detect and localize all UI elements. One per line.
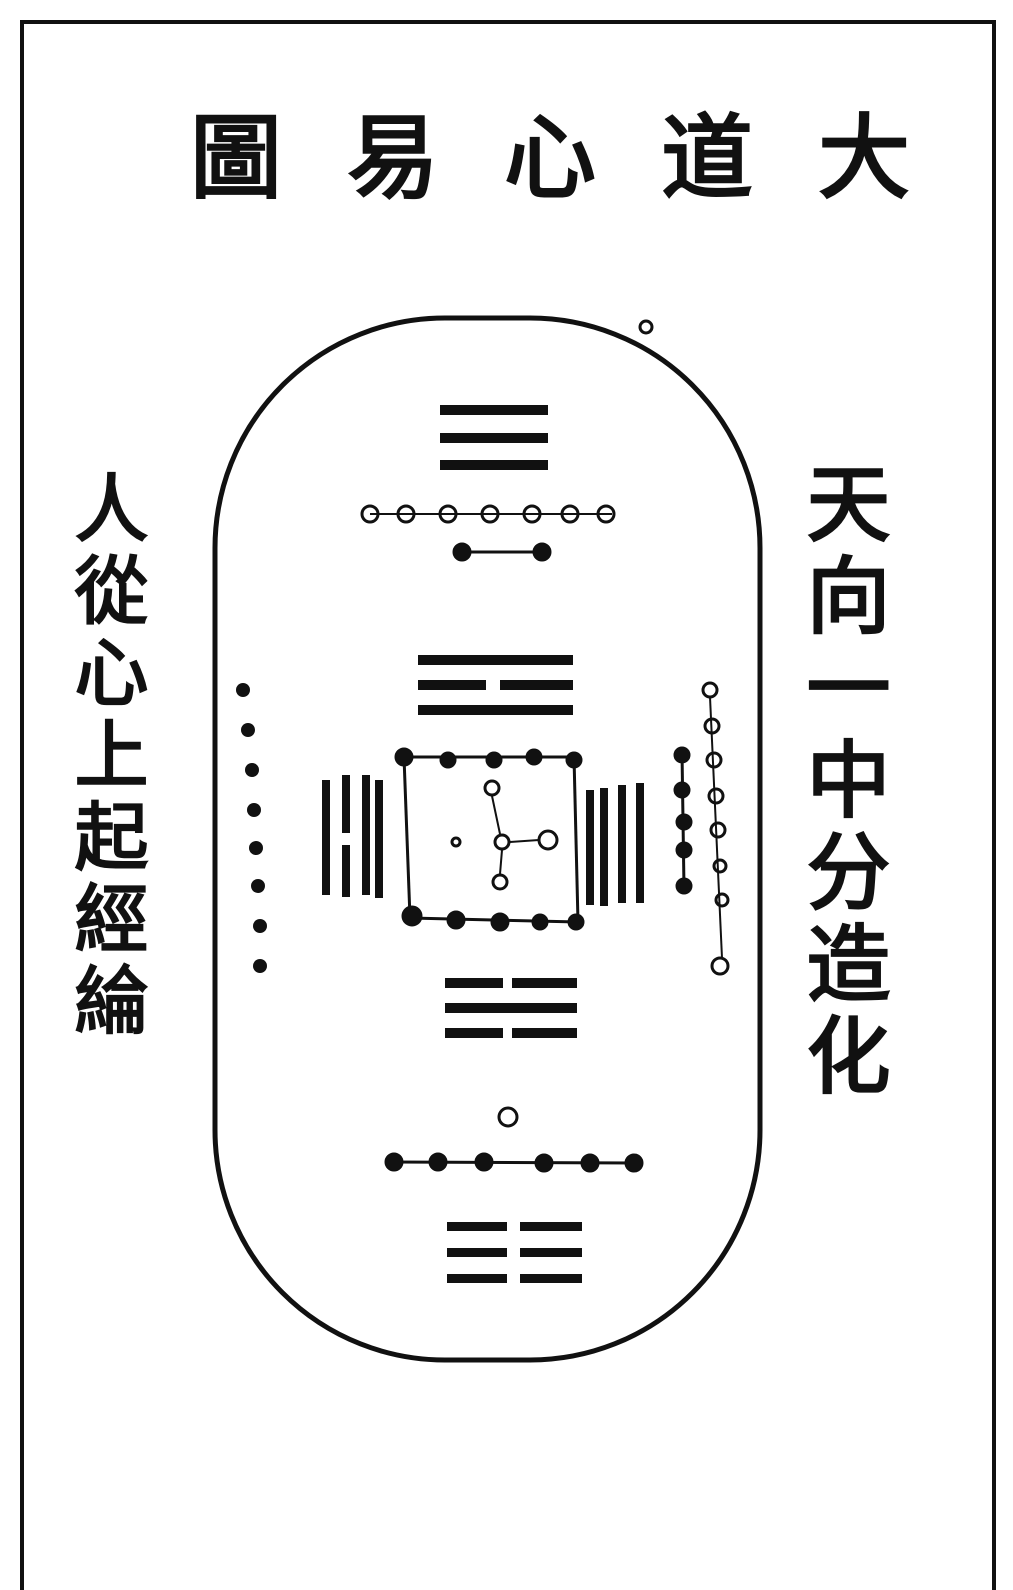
page-frame [20,20,996,1590]
central-oval [212,315,763,1363]
left-inscription: 人從心上起經綸 [62,470,148,1044]
inner-circle-cluster [450,779,559,891]
title-char-4: 易 [347,103,440,212]
diagram-title: 大 道 心 易 圖 [190,95,910,212]
open-circle-row [360,504,616,524]
title-char-5: 圖 [190,103,283,212]
right-inscription: 天向一中分造化 [793,460,892,1104]
dot-column-left [236,683,267,973]
title-char-1: 大 [817,103,910,212]
small-circle-bottom [497,1106,519,1128]
dot-column-right [673,746,693,895]
trigram-bottom [447,1222,582,1283]
open-circle-chain-right [701,681,730,976]
trigram-upper-middle [418,655,573,715]
filled-dot-row-bottom [384,1152,644,1173]
trigram-top [440,405,548,470]
small-circle-top [638,319,654,335]
central-square [394,747,585,932]
filled-dot-pair-top [452,542,552,562]
trigram-right [586,783,644,906]
title-char-2: 道 [661,103,754,212]
trigram-lower-middle [445,978,577,1038]
title-char-3: 心 [504,103,597,212]
trigram-left [322,775,383,898]
